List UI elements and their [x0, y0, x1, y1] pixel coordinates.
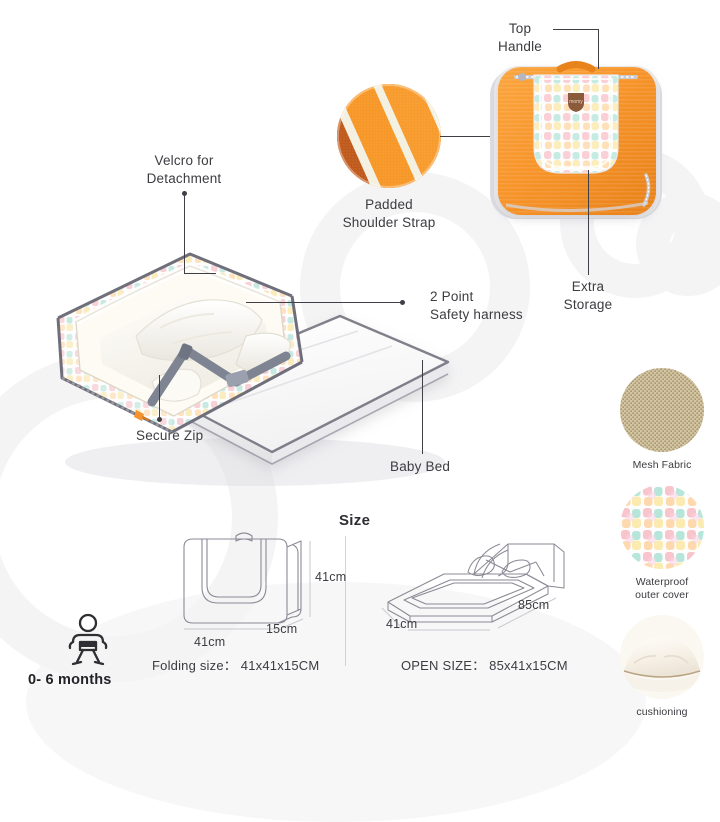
waterproof-cover-caption: Waterproof outer cover — [635, 575, 689, 602]
size-section-heading: Size — [339, 512, 371, 529]
cushioning-swatch — [620, 614, 704, 699]
brand-badge-text: momy — [569, 99, 583, 105]
folded-bag-image: momy — [486, 55, 666, 235]
callout-top-handle-label: Top Handle — [498, 21, 542, 54]
callout-baby-bed-label: Baby Bed — [390, 459, 451, 474]
baby-icon — [68, 613, 108, 666]
folding-size-caption: Folding size： 41x41x15CM — [152, 658, 320, 673]
size-section-divider — [345, 536, 346, 666]
swatch-item-cushioning: cushioning — [608, 614, 716, 720]
callout-top-handle-leader-v — [598, 29, 599, 69]
callout-velcro-dot — [182, 191, 187, 196]
folding-height-dim: 41cm — [315, 570, 347, 584]
age-range-label: 0- 6 months — [28, 672, 112, 688]
open-length-dim: 85cm — [518, 598, 550, 612]
callout-baby-bed-leader — [422, 360, 423, 454]
folding-depth-dim: 15cm — [266, 622, 298, 636]
callout-secure-zip-label: Secure Zip — [136, 428, 204, 443]
callout-top-handle-leader-h — [553, 29, 599, 30]
callout-secure-zip-leader — [159, 375, 160, 418]
callout-velcro-label: Velcro for Detachment — [146, 153, 222, 186]
callout-velcro-leader-h — [184, 273, 216, 274]
open-size-caption: OPEN SIZE： 85x41x15CM — [401, 658, 568, 673]
callout-velcro-leader-v — [184, 194, 185, 274]
callout-harness-dot — [400, 300, 405, 305]
shoulder-strap-closeup-image — [337, 84, 441, 188]
callout-shoulder-strap-leader — [440, 136, 502, 137]
age-range-badge: 0- 6 months — [28, 612, 148, 688]
callout-secure-zip-dot — [157, 417, 162, 422]
waterproof-cover-swatch — [620, 484, 704, 569]
callout-harness-label: 2 Point Safety harness — [430, 289, 523, 322]
callout-extra-storage-label: Extra Storage — [563, 279, 613, 312]
folding-width-dim: 41cm — [194, 635, 226, 649]
open-width-dim: 41cm — [386, 617, 418, 631]
open-baby-bed-image — [40, 196, 460, 496]
callout-shoulder-strap-label: Padded Shoulder Strap — [342, 197, 436, 230]
swatch-item-mesh-fabric: Mesh Fabric — [608, 368, 716, 473]
callout-harness-leader — [246, 302, 402, 303]
mesh-fabric-caption: Mesh Fabric — [632, 459, 692, 471]
swatch-item-waterproof-cover: Waterproof outer cover — [608, 484, 716, 603]
material-swatch-list: Mesh Fabric Waterproof outer cover — [608, 368, 716, 732]
callout-extra-storage-leader — [588, 170, 589, 275]
cushioning-caption: cushioning — [636, 705, 688, 718]
open-size-diagram — [378, 528, 588, 648]
folding-size-diagram — [160, 525, 340, 645]
mesh-fabric-swatch — [620, 368, 704, 452]
